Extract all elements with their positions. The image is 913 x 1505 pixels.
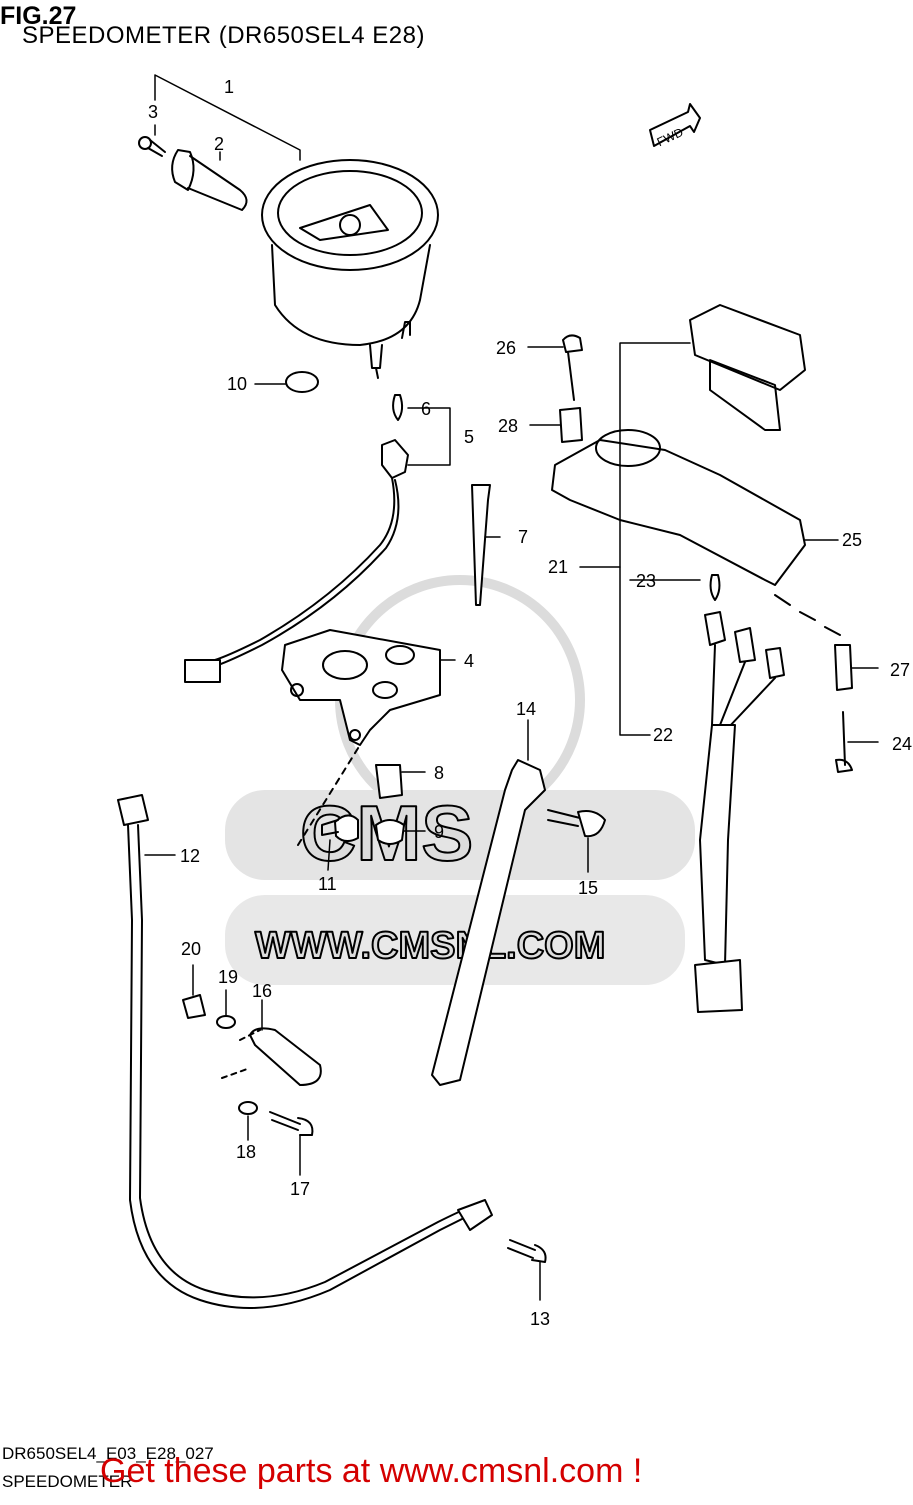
callout-5: 5 [464, 427, 474, 447]
part-indicator-housing [551, 304, 806, 586]
screw-guide [774, 594, 841, 636]
part-spacer-27 [834, 644, 853, 691]
diagram-code: DR650SEL4_E03_E28_027 [2, 1444, 214, 1463]
callout-27: 27 [890, 660, 910, 680]
callout-23: 23 [636, 571, 656, 591]
part-screw-17 [269, 1111, 314, 1136]
watermark-url-pill [225, 895, 685, 985]
part-bolt-15 [547, 809, 606, 838]
callout-11: 11 [318, 874, 337, 894]
part-knob [171, 149, 248, 211]
watermark-url: WWW.CMSNL.COM [255, 925, 605, 967]
callout-8: 8 [434, 763, 444, 783]
part-screw-3 [138, 136, 166, 157]
figure-title: SPEEDOMETER (DR650SEL4 E28) [22, 22, 425, 49]
assembly-line [297, 744, 361, 846]
part-nut-20 [182, 994, 206, 1019]
part-cap [285, 371, 319, 393]
callout-18: 18 [236, 1142, 256, 1162]
part-grommet [375, 764, 403, 799]
callout-6: 6 [421, 399, 431, 419]
part-screw-13 [507, 1239, 547, 1263]
callout-28: 28 [498, 416, 518, 436]
callout-21: 21 [548, 557, 568, 577]
part-speedometer-cable [117, 794, 493, 1309]
part-nut [375, 819, 405, 845]
callout-13: 13 [530, 1309, 550, 1329]
callout-16: 16 [252, 981, 272, 1001]
callout-12: 12 [180, 846, 200, 866]
part-washer-18 [238, 1101, 258, 1115]
fwd-arrow-icon: FWD [649, 103, 701, 149]
callout-1: 1 [224, 77, 234, 97]
callout-3: 3 [148, 102, 158, 122]
callout-24: 24 [892, 734, 912, 754]
part-bracket [281, 629, 441, 746]
part-wire-harness [694, 611, 785, 1013]
callout-4: 4 [464, 651, 474, 671]
diagram-name: SPEEDOMETER [2, 1472, 133, 1491]
part-spacer-28 [559, 407, 583, 443]
callout-22: 22 [653, 725, 673, 745]
figure-number: FIG.27 [0, 2, 77, 30]
callout-14: 14 [516, 699, 536, 719]
callout-26: 26 [496, 338, 516, 358]
clip-guide [221, 1029, 261, 1079]
part-screw-24 [835, 711, 853, 773]
callout-labels: 1 2 3 4 5 6 7 8 9 10 11 12 13 14 15 16 1… [148, 77, 912, 1329]
promo-banner-link[interactable]: Get these parts at www.cmsnl.com ! [100, 1452, 643, 1490]
callout-17: 17 [290, 1179, 310, 1199]
part-clamp [431, 759, 546, 1086]
callout-25: 25 [842, 530, 862, 550]
callout-9: 9 [434, 822, 444, 842]
part-speedometer [261, 159, 439, 379]
part-clip [249, 1027, 322, 1086]
part-bulb-23 [709, 574, 721, 601]
callout-20: 20 [181, 939, 201, 959]
leader-lines [144, 74, 879, 1301]
part-bolt-11 [321, 814, 359, 842]
part-washer-19 [216, 1015, 236, 1029]
callout-2: 2 [214, 134, 224, 154]
callout-10: 10 [227, 374, 247, 394]
part-tie [471, 484, 491, 606]
callout-19: 19 [218, 967, 238, 987]
part-bulb-6 [392, 394, 404, 421]
callout-15: 15 [578, 878, 598, 898]
callout-7: 7 [518, 527, 528, 547]
part-socket-wire [184, 439, 409, 683]
part-screw-26 [562, 334, 583, 401]
